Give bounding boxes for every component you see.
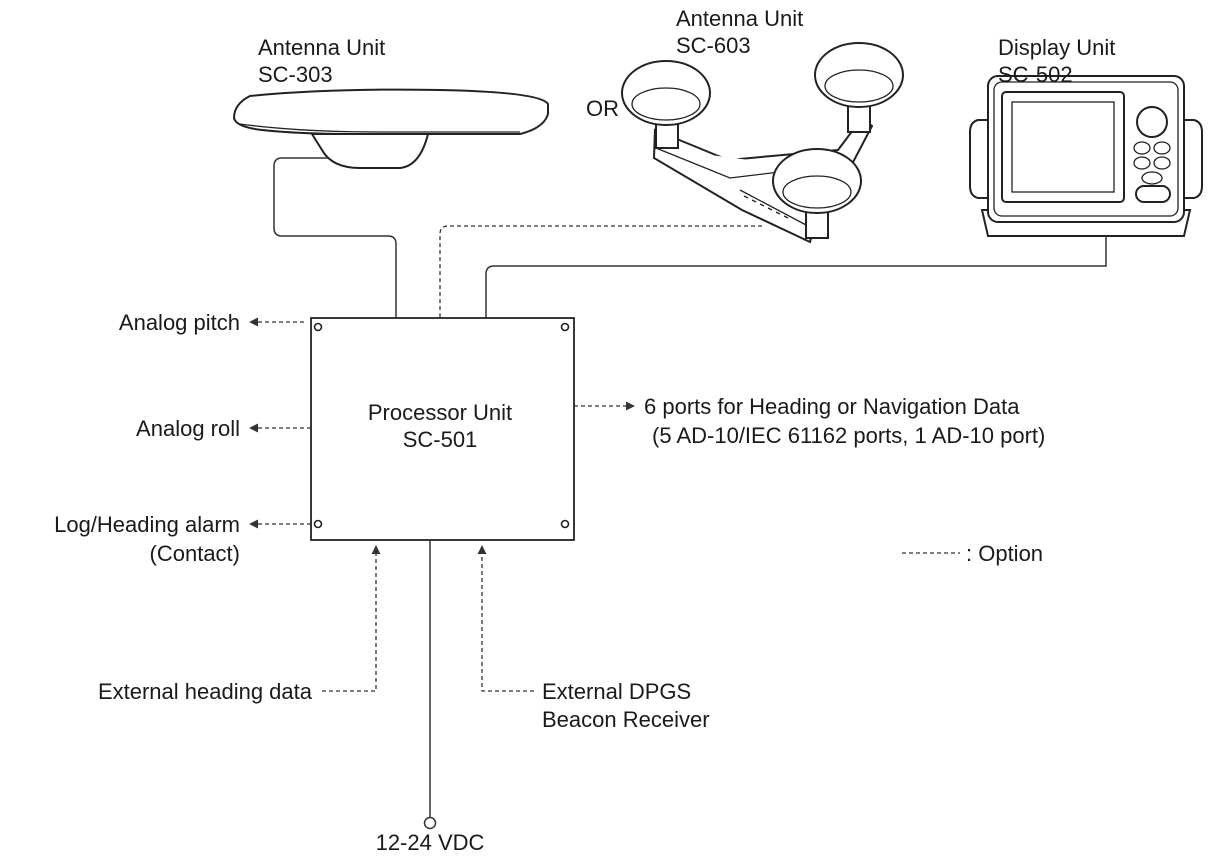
antenna-sc303-icon [232,88,549,169]
legend-option-label: : Option [966,541,1043,566]
or-label: OR [586,96,619,121]
cable-antenna-sc603-option [439,225,762,320]
arrow-external-dgps [477,545,534,692]
display-sc502-icon [969,75,1203,237]
analog-pitch-label: Analog pitch [119,310,240,335]
cable-antenna-sc303 [273,157,397,320]
processor-sc501-title: Processor Unit [368,400,512,425]
antenna-sc303-model: SC-303 [258,62,333,87]
external-heading-label: External heading data [98,679,313,704]
power-terminal-icon [423,816,437,830]
antenna-sc603-icon [621,42,904,244]
data-ports-detail-label: (5 AD-10/IEC 61162 ports, 1 AD-10 port) [652,423,1045,448]
antenna-sc603-title: Antenna Unit [676,6,803,31]
log-heading-alarm-label: Log/Heading alarm [54,512,240,537]
arrow-external-heading [322,545,381,692]
data-ports-label: 6 ports for Heading or Navigation Data [644,394,1020,419]
external-dgps-receiver-label: Beacon Receiver [542,707,710,732]
external-dgps-label: External DPGS [542,679,691,704]
processor-sc501-model: SC-501 [403,427,478,452]
antenna-sc303-title: Antenna Unit [258,35,385,60]
antenna-sc603-model: SC-603 [676,33,751,58]
display-sc502-model: SC-502 [998,62,1073,87]
processor-sc501-box [310,317,575,541]
log-heading-alarm-contact-label: (Contact) [150,541,240,566]
analog-roll-label: Analog roll [136,416,240,441]
display-sc502-title: Display Unit [998,35,1115,60]
cable-display-sc502 [485,236,1107,320]
power-label: 12-24 VDC [376,830,485,855]
